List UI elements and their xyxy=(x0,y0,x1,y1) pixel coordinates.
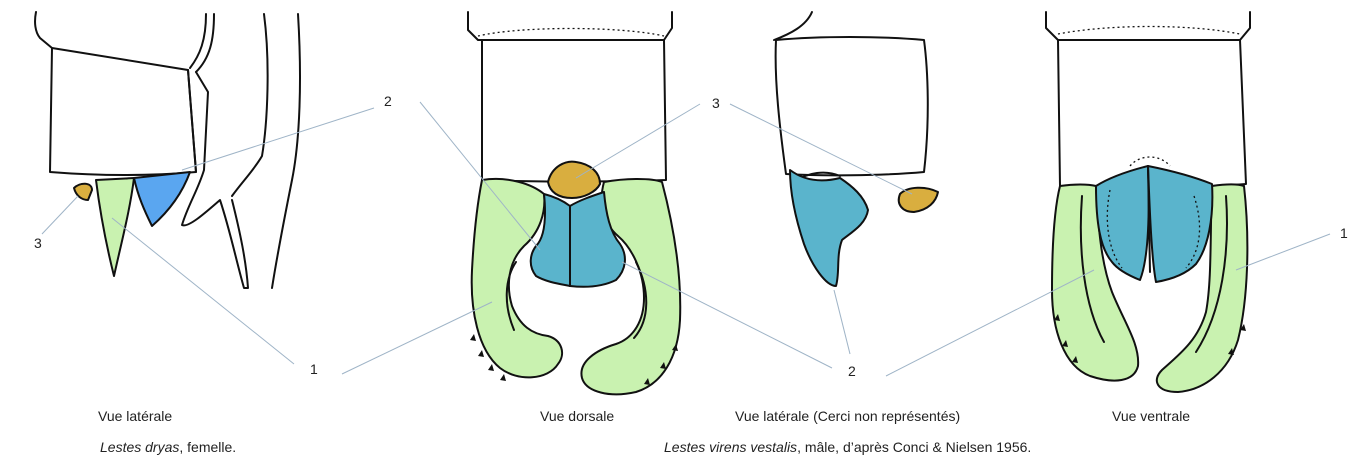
label-2-mid: 2 xyxy=(848,364,856,378)
view-title-ventral: Vue ventrale xyxy=(1112,409,1190,423)
caption-male: Lestes virens vestalis, mâle, d’après Co… xyxy=(664,440,1031,454)
female-cercus xyxy=(96,178,134,276)
view-title-female-lateral: Vue latérale xyxy=(98,409,172,423)
caption-female-species: Lestes dryas xyxy=(100,439,179,455)
ventral-drawing xyxy=(1046,12,1250,392)
label-3-mid: 3 xyxy=(712,96,720,110)
dorsal-drawing xyxy=(468,12,680,394)
female-lateral-drawing xyxy=(35,12,300,288)
male-lateral-drawing xyxy=(774,12,938,286)
view-title-dorsal: Vue dorsale xyxy=(540,409,614,423)
label-1-left: 1 xyxy=(310,362,318,376)
male-lateral-paraproct xyxy=(790,170,868,286)
male-lateral-lamina xyxy=(899,188,938,212)
dorsal-lamina xyxy=(548,162,600,198)
female-paraproct xyxy=(134,172,190,226)
label-2-left: 2 xyxy=(384,94,392,108)
label-1-right: 1 xyxy=(1340,226,1348,240)
caption-male-species: Lestes virens vestalis xyxy=(664,439,797,455)
caption-female: Lestes dryas, femelle. xyxy=(100,440,236,454)
caption-female-rest: , femelle. xyxy=(179,439,236,455)
label-3-female: 3 xyxy=(34,236,42,250)
caption-male-rest: , mâle, d’après Conci & Nielsen 1956. xyxy=(797,439,1031,455)
ventral-paraproct-right xyxy=(1148,166,1212,282)
view-title-male-lateral: Vue latérale (Cerci non représentés) xyxy=(735,409,960,423)
